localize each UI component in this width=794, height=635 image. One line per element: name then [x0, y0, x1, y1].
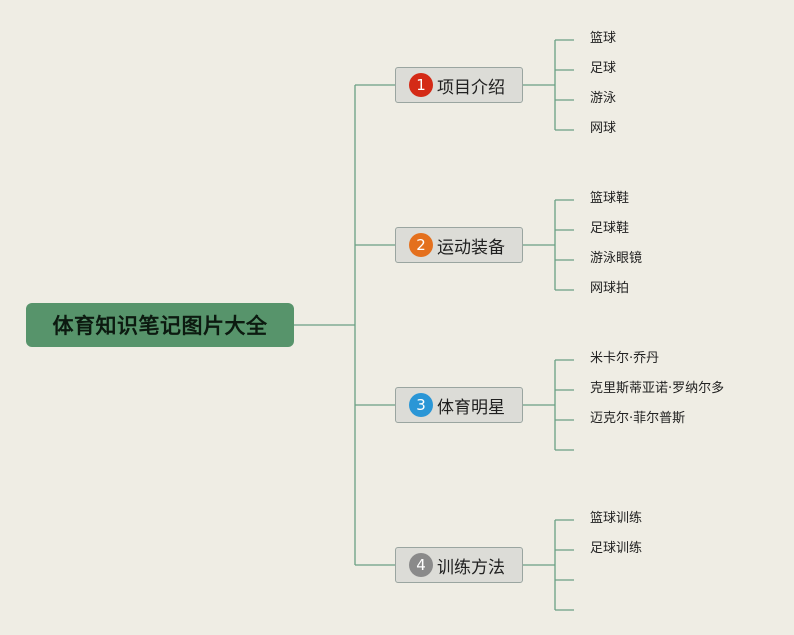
leaf-topic[interactable]: 游泳眼镜: [590, 251, 643, 266]
number-badge-icon: 3: [409, 393, 433, 417]
root-topic[interactable]: 体育知识笔记图片大全: [26, 303, 294, 347]
leaf-topic[interactable]: 网球拍: [590, 281, 630, 296]
number-badge-icon: 2: [409, 233, 433, 257]
leaf-topic[interactable]: 米卡尔·乔丹: [590, 351, 660, 366]
leaf-topic[interactable]: 足球: [590, 61, 617, 76]
branch-label: 体育明星: [437, 397, 505, 418]
number-badge-icon: 1: [409, 73, 433, 97]
leaf-topic[interactable]: 篮球: [590, 31, 617, 46]
leaf-topic[interactable]: 足球鞋: [590, 221, 630, 236]
leaf-topic[interactable]: 篮球鞋: [590, 191, 630, 206]
branch-label: 训练方法: [437, 557, 505, 578]
leaf-topic[interactable]: 克里斯蒂亚诺·罗纳尔多: [590, 381, 725, 396]
root-topic-label: 体育知识笔记图片大全: [52, 314, 268, 338]
number-badge-icon: 4: [409, 553, 433, 577]
leaf-topic[interactable]: 游泳: [590, 91, 617, 106]
branch-label: 运动装备: [437, 237, 505, 258]
leaf-topic[interactable]: 网球: [590, 121, 617, 136]
branch-label: 项目介绍: [437, 77, 505, 98]
leaf-topic[interactable]: 足球训练: [590, 541, 643, 556]
leaf-topic[interactable]: 篮球训练: [590, 511, 643, 526]
leaf-topic[interactable]: 迈克尔·菲尔普斯: [590, 411, 686, 426]
